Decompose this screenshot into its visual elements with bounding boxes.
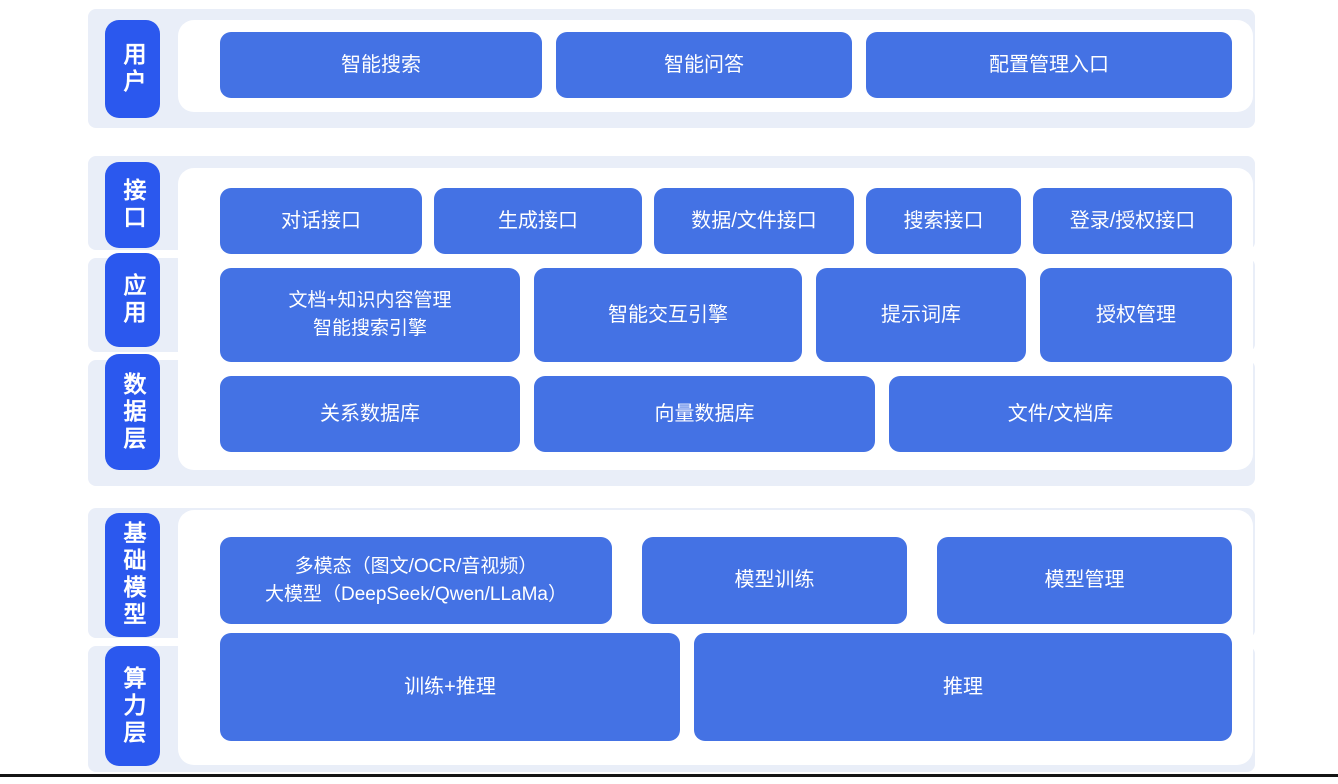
node-smart-search: 智能搜索 <box>220 32 542 98</box>
node-vector-db: 向量数据库 <box>534 376 875 452</box>
node-data-file-api: 数据/文件接口 <box>654 188 854 254</box>
row-data: 关系数据库 向量数据库 文件/文档库 <box>220 376 1232 452</box>
node-relational-db: 关系数据库 <box>220 376 520 452</box>
tab-user: 用户 <box>105 20 160 118</box>
node-login-auth-api: 登录/授权接口 <box>1033 188 1232 254</box>
tab-application: 应用 <box>105 253 160 347</box>
tab-foundation-model-label: 基础模型 <box>120 521 146 629</box>
tab-compute-layer: 算力层 <box>105 646 160 766</box>
row-compute: 训练+推理 推理 <box>220 633 1232 741</box>
node-model-management: 模型管理 <box>937 537 1232 624</box>
tab-data-layer: 数据层 <box>105 354 160 470</box>
node-config-entry: 配置管理入口 <box>866 32 1232 98</box>
bottom-divider <box>0 774 1338 777</box>
row-application: 文档+知识内容管理 智能搜索引擎 智能交互引擎 提示词库 授权管理 <box>220 268 1232 362</box>
tab-compute-layer-label: 算力层 <box>120 665 146 747</box>
node-doc-knowledge-engine: 文档+知识内容管理 智能搜索引擎 <box>220 268 520 362</box>
node-search-api: 搜索接口 <box>866 188 1021 254</box>
tab-application-label: 应用 <box>120 273 146 327</box>
node-auth-management: 授权管理 <box>1040 268 1232 362</box>
row-user: 智能搜索 智能问答 配置管理入口 <box>220 32 1232 98</box>
node-interactive-engine: 智能交互引擎 <box>534 268 802 362</box>
row-interface: 对话接口 生成接口 数据/文件接口 搜索接口 登录/授权接口 <box>220 188 1232 254</box>
tab-user-label: 用户 <box>120 42 146 96</box>
node-multimodal-llm: 多模态（图文/OCR/音视频） 大模型（DeepSeek/Qwen/LLaMa） <box>220 537 612 624</box>
node-smart-qa: 智能问答 <box>556 32 852 98</box>
node-generation-api: 生成接口 <box>434 188 642 254</box>
node-model-training: 模型训练 <box>642 537 907 624</box>
row-foundation-model: 多模态（图文/OCR/音视频） 大模型（DeepSeek/Qwen/LLaMa）… <box>220 537 1232 624</box>
tab-interface-label: 接口 <box>120 178 146 232</box>
node-training-inference: 训练+推理 <box>220 633 680 741</box>
node-dialog-api: 对话接口 <box>220 188 422 254</box>
node-file-doc-db: 文件/文档库 <box>889 376 1232 452</box>
tab-data-layer-label: 数据层 <box>120 371 146 453</box>
tab-foundation-model: 基础模型 <box>105 513 160 637</box>
tab-interface: 接口 <box>105 162 160 248</box>
node-prompt-library: 提示词库 <box>816 268 1026 362</box>
node-inference: 推理 <box>694 633 1232 741</box>
